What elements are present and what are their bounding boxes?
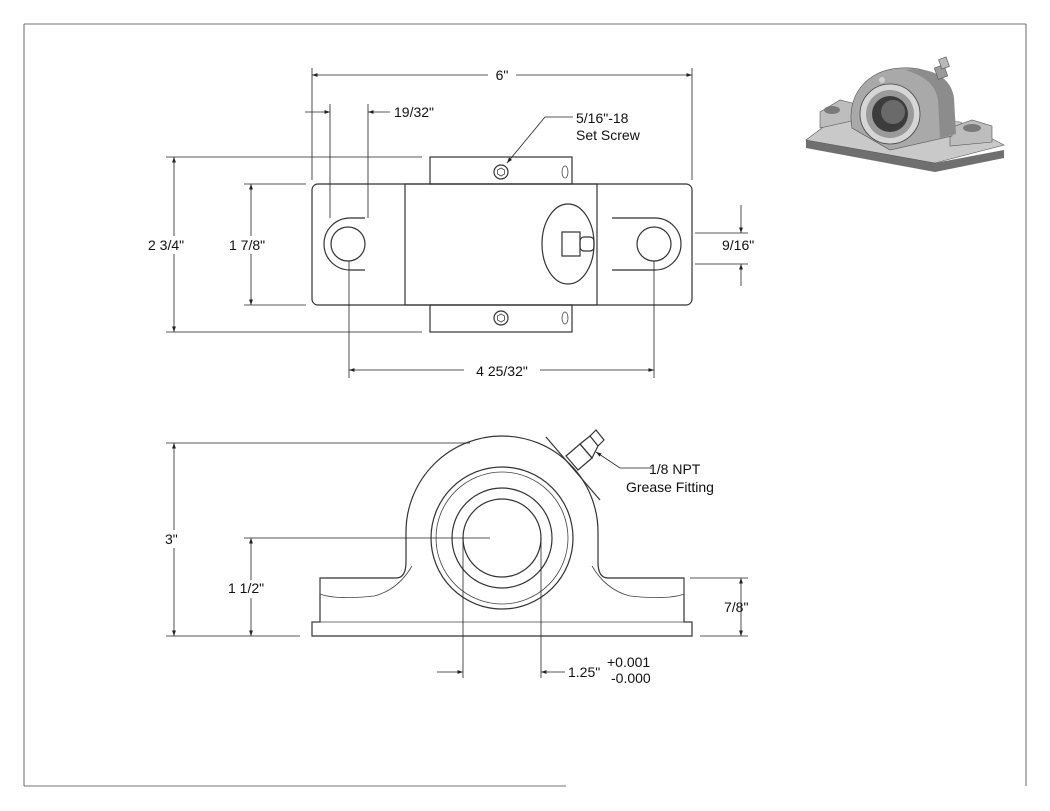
dim-slot-spacing: 1 7/8"	[229, 237, 265, 253]
top-view	[311, 156, 693, 333]
dim-overall-depth: 2 3/4"	[148, 237, 184, 253]
dim-bore-tol-minus: -0.000	[611, 670, 651, 686]
dim-slot-offset: 19/32"	[394, 104, 434, 120]
dim-overall-height: 3"	[165, 531, 178, 547]
dim-bore-tol-plus: +0.001	[607, 654, 650, 670]
set-screw-label-1: 5/16"-18	[576, 110, 629, 126]
front-view	[311, 429, 693, 637]
dim-center-height: 1 1/2"	[228, 580, 264, 596]
sheet-border	[23, 23, 1027, 787]
left-mount-slot	[323, 217, 365, 271]
set-screw-upper-icon	[493, 164, 509, 180]
set-screw-lower-icon	[493, 310, 509, 326]
front-view-labels: 3" 1 1/2" 7/8" 1.25" +0.001 -0.000 1/8 N…	[158, 461, 748, 686]
dim-overall-width: 6"	[496, 67, 509, 83]
grease-fitting-boss	[541, 203, 595, 285]
front-view-dimensions	[166, 442, 748, 678]
grease-fitting-nipple	[579, 236, 595, 252]
housing-tab-lower	[429, 304, 573, 333]
grease-fitting-hex	[561, 231, 581, 257]
dim-bore: 1.25"	[568, 664, 600, 680]
left-bolt-hole	[330, 226, 366, 262]
right-bolt-hole	[636, 226, 672, 262]
dim-bolt-center: 4 25/32"	[476, 363, 528, 379]
right-mount-slot	[612, 217, 682, 271]
housing-tab-upper	[429, 156, 573, 185]
base-plate-outline	[311, 183, 693, 306]
dim-slot-width: 9/16"	[722, 237, 754, 253]
grease-label-1: 1/8 NPT	[649, 461, 701, 477]
housing-body-top	[404, 183, 598, 306]
dim-base-height: 7/8"	[724, 599, 748, 615]
pillow-block-outline	[311, 435, 693, 637]
grease-fitting-side	[565, 443, 593, 471]
isometric-pillow-block-image	[805, 56, 1005, 172]
grease-label-2: Grease Fitting	[626, 479, 714, 495]
top-view-labels: 6" 19/32" 5/16"-18 Set Screw 2 3/4" 1 7/…	[142, 66, 754, 380]
set-screw-label-2: Set Screw	[576, 127, 641, 143]
